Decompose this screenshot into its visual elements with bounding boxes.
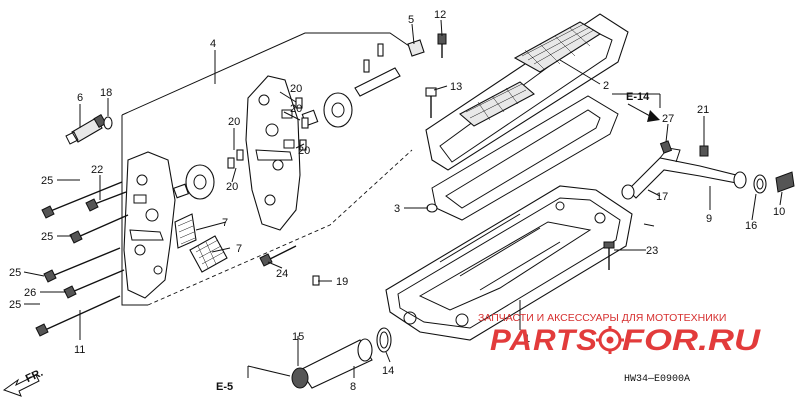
strainer-plate-b bbox=[189, 235, 228, 273]
arrowhead-e14-icon bbox=[647, 110, 660, 122]
callout-25c: 25 bbox=[9, 267, 21, 279]
callout-20d: 20 bbox=[298, 145, 310, 157]
strainer-plate-a bbox=[174, 213, 197, 249]
o-ring-16 bbox=[753, 174, 767, 194]
group-frame-4 bbox=[121, 32, 413, 306]
ref-e14: E-14 bbox=[626, 91, 650, 103]
callout-14: 14 bbox=[382, 365, 394, 377]
rotor-left bbox=[172, 164, 215, 200]
ring-14 bbox=[376, 327, 392, 353]
watermark-logo-part1: PARTS bbox=[490, 324, 598, 357]
callout-25d: 25 bbox=[9, 299, 21, 311]
ref-e5: E-5 bbox=[216, 381, 233, 393]
oil-pipe-9 bbox=[621, 147, 747, 200]
callout-8: 8 bbox=[350, 381, 356, 393]
callout-12: 12 bbox=[434, 9, 446, 21]
watermark: ЗАПЧАСТИ И АКСЕССУАРЫ ДЛЯ МОТОТЕХНИКИ PA… bbox=[478, 312, 762, 357]
callout-25b: 25 bbox=[41, 231, 53, 243]
watermark-logo-part2: FOR.RU bbox=[622, 324, 762, 357]
callout-10: 10 bbox=[773, 206, 785, 218]
callout-9: 9 bbox=[706, 213, 712, 225]
callout-1: 1 bbox=[524, 333, 530, 345]
callout-19: 19 bbox=[336, 276, 348, 288]
diagram-code: HW34—E0900A bbox=[624, 374, 690, 385]
bolt-12 bbox=[437, 33, 447, 58]
callout-27: 27 bbox=[662, 113, 674, 125]
front-direction-arrow bbox=[2, 374, 40, 397]
valve-body-left bbox=[123, 151, 176, 299]
pump-shaft bbox=[354, 43, 401, 97]
rotor-right bbox=[301, 92, 353, 128]
front-arrow-icon bbox=[2, 374, 40, 397]
oil-pan-1 bbox=[385, 185, 633, 341]
ref-fr: FR. bbox=[24, 367, 45, 385]
callout-17: 17 bbox=[656, 191, 668, 203]
callout-18: 18 bbox=[100, 87, 112, 99]
callout-7a: 7 bbox=[222, 217, 228, 229]
callout-24: 24 bbox=[276, 268, 288, 280]
watermark-tagline: ЗАПЧАСТИ И АКСЕССУАРЫ ДЛЯ МОТОТЕХНИКИ bbox=[478, 312, 726, 324]
callout-20e: 20 bbox=[226, 181, 238, 193]
bolt-27 bbox=[659, 140, 673, 154]
callout-2: 2 bbox=[603, 80, 609, 92]
callout-16: 16 bbox=[745, 220, 757, 232]
callout-15: 15 bbox=[292, 331, 304, 343]
bolt-3 bbox=[426, 203, 438, 213]
e14-arrow bbox=[627, 103, 660, 122]
callout-3: 3 bbox=[394, 203, 400, 215]
valve-body-right bbox=[245, 75, 301, 231]
callout-22: 22 bbox=[91, 164, 103, 176]
bolt-13 bbox=[425, 87, 437, 118]
pipe-8 bbox=[291, 338, 373, 389]
callout-5: 5 bbox=[408, 14, 414, 26]
callout-4: 4 bbox=[210, 38, 216, 50]
leader-lines bbox=[23, 19, 783, 378]
watermark-gear-icon bbox=[596, 326, 624, 354]
callout-26: 26 bbox=[24, 287, 36, 299]
callout-23: 23 bbox=[646, 245, 658, 257]
callout-11: 11 bbox=[74, 344, 85, 356]
callout-20a: 20 bbox=[290, 83, 302, 95]
cover-2 bbox=[425, 13, 629, 171]
callout-6: 6 bbox=[77, 92, 83, 104]
callout-labels: 1 2 3 4 5 6 7 7 8 9 10 11 12 13 14 15 16… bbox=[9, 9, 785, 393]
bolt-23 bbox=[603, 241, 615, 270]
callout-20c: 20 bbox=[228, 116, 240, 128]
bolt-24 bbox=[259, 245, 297, 267]
bolts-left bbox=[35, 181, 129, 337]
callout-21: 21 bbox=[697, 104, 709, 116]
nut-5 bbox=[407, 39, 425, 57]
washer-18 bbox=[103, 116, 113, 130]
pressure-switch bbox=[65, 113, 107, 145]
callout-13: 13 bbox=[450, 81, 462, 93]
cap-10 bbox=[775, 171, 795, 193]
bolt-21 bbox=[699, 145, 709, 157]
callout-20b: 20 bbox=[290, 103, 302, 115]
callout-25a: 25 bbox=[41, 175, 53, 187]
callout-7b: 7 bbox=[236, 243, 242, 255]
